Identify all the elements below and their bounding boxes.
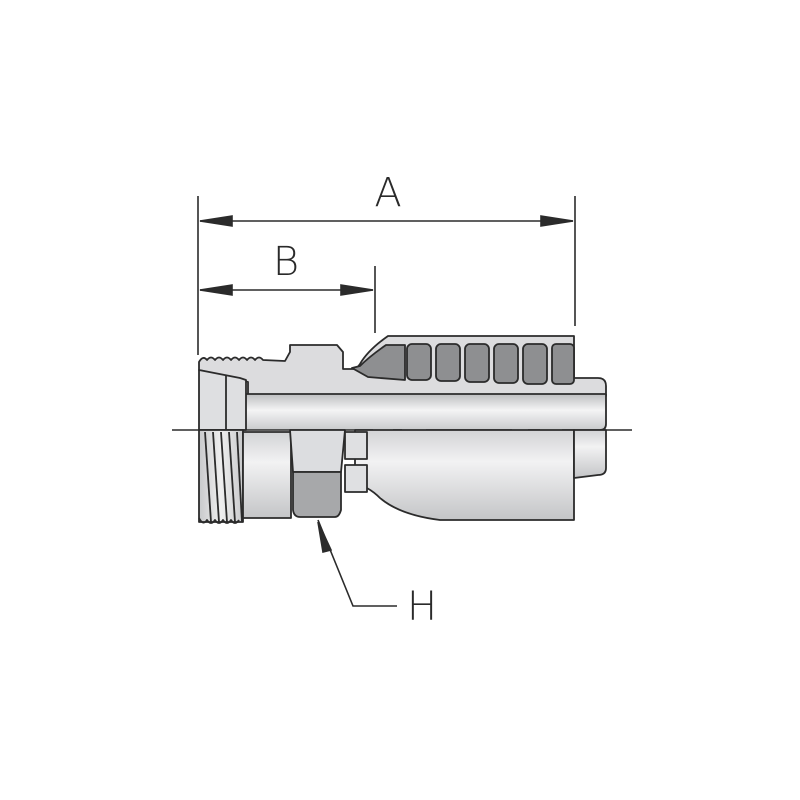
hex-upper-face [289, 429, 346, 473]
collar-top [344, 431, 368, 460]
arrow-b-left-icon [199, 284, 233, 296]
dimension-label-h: H [406, 584, 438, 630]
arrow-a-right-icon [540, 215, 574, 227]
dimension-label-a: A [374, 170, 402, 216]
upper-section [198, 335, 607, 431]
arrow-a-left-icon [199, 215, 233, 227]
bore-upper [246, 394, 606, 430]
lower-exterior [198, 429, 607, 524]
ferrule-teeth [406, 343, 575, 385]
dimension-label-b: B [272, 239, 300, 285]
hex-lower-face [292, 471, 342, 518]
ferrule-socket [351, 344, 406, 381]
tail-lower [354, 429, 575, 521]
leader-h-arrow-icon [317, 521, 333, 553]
dimension-lines [197, 196, 576, 355]
thread-lines [204, 431, 243, 523]
arrow-b-right-icon [340, 284, 374, 296]
tail-end-lower [573, 429, 607, 479]
collar-bottom [344, 464, 368, 493]
neck [242, 431, 292, 519]
leader-h [317, 519, 397, 607]
port-recess [198, 369, 247, 431]
